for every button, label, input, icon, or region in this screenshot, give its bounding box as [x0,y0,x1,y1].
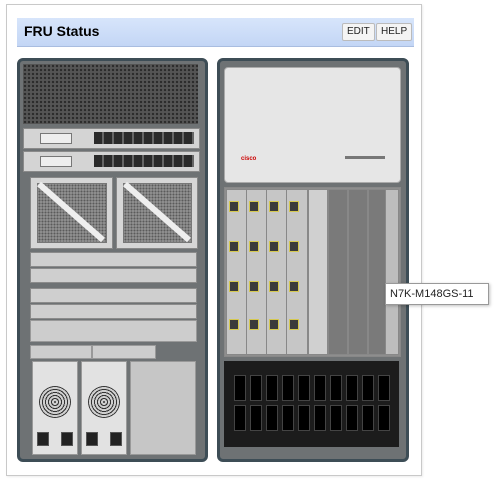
power-supply-1[interactable] [32,361,78,455]
cisco-logo: cisco [241,156,257,162]
port-icon[interactable] [289,319,299,330]
right-chassis[interactable]: cisco [217,58,409,462]
port-icon[interactable] [269,241,279,252]
linecard-2[interactable] [246,189,268,355]
power-supply-2[interactable] [81,361,127,455]
port-icon[interactable] [249,319,259,330]
fan-intake [224,361,399,447]
chassis-label [345,156,385,159]
port-icon[interactable] [229,281,239,292]
panel-title: FRU Status [24,23,100,39]
linecard-4[interactable] [286,189,308,355]
left-chassis[interactable] [17,58,208,462]
help-button[interactable]: HELP [376,23,413,41]
supervisor-tray-2[interactable] [23,151,200,172]
empty-slot-2[interactable] [348,189,368,355]
fabric-slot-2[interactable] [30,268,197,283]
blank-slot-3[interactable] [92,345,156,359]
port-icon[interactable] [289,281,299,292]
empty-slot-1[interactable] [328,189,348,355]
port-icon[interactable] [249,201,259,212]
power-socket-icon [86,432,98,446]
panel-header: FRU Status EDIT HELP [17,18,414,47]
port-icon[interactable] [269,319,279,330]
power-socket-icon [37,432,49,446]
linecard-3[interactable] [266,189,288,355]
port-icon[interactable] [269,281,279,292]
blank-slot-1[interactable] [30,320,197,342]
port-icon[interactable] [289,201,299,212]
port-icon[interactable] [249,241,259,252]
fru-tooltip: N7K-M148GS-11 [385,283,489,305]
port-icon[interactable] [269,201,279,212]
linecard-n7k-m148gs-11[interactable] [385,189,399,355]
supervisor-module-1[interactable] [308,189,328,355]
fan-icon [39,386,71,418]
fan-tray-2[interactable] [116,177,198,249]
power-supply-blank[interactable] [130,361,196,455]
chassis-top-panel: cisco [224,67,401,183]
port-icon[interactable] [229,319,239,330]
port-icon[interactable] [229,201,239,212]
port-icon[interactable] [249,281,259,292]
supervisor-tray-1[interactable] [23,128,200,149]
port-icon[interactable] [229,241,239,252]
power-socket-icon [61,432,73,446]
port-icon[interactable] [289,241,299,252]
power-socket-icon [110,432,122,446]
fabric-slot-4[interactable] [30,304,197,319]
top-vent [23,64,198,124]
empty-slot-3[interactable] [368,189,386,355]
edit-button[interactable]: EDIT [342,23,375,41]
blank-slot-2[interactable] [30,345,92,359]
fabric-slot-1[interactable] [30,252,197,267]
linecard-1[interactable] [226,189,248,355]
fabric-slot-3[interactable] [30,288,197,303]
fan-icon [88,386,120,418]
fan-tray-1[interactable] [30,177,113,249]
